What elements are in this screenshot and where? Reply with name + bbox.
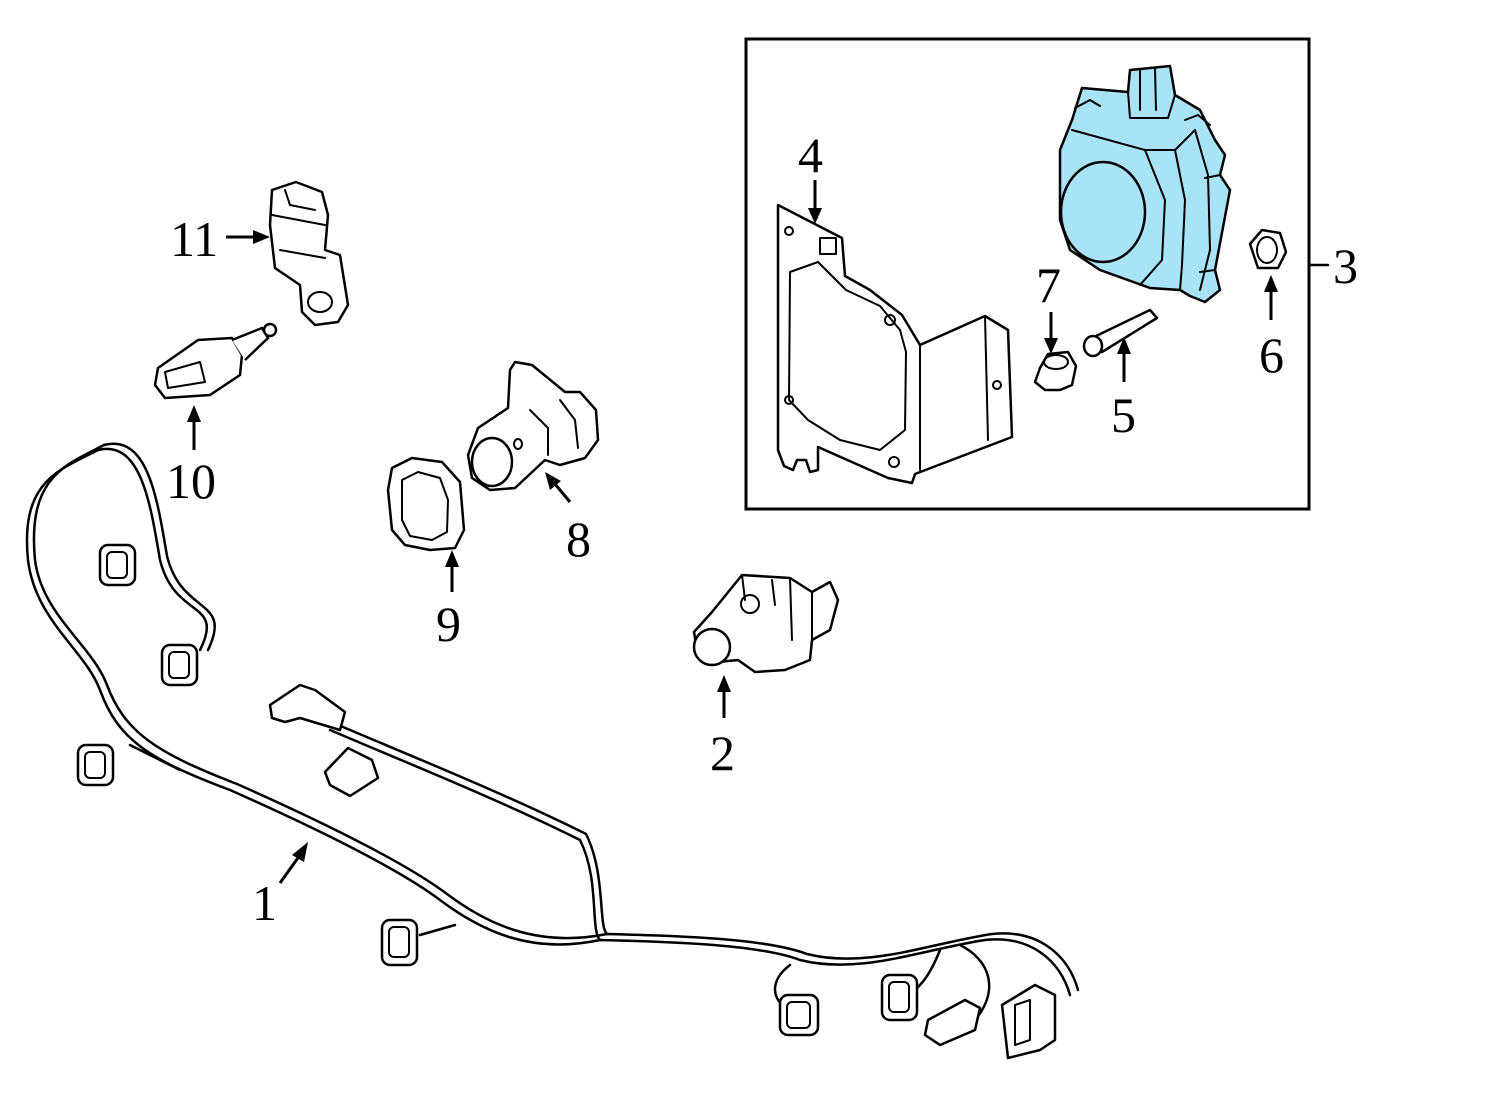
sensor-housing[interactable] (466, 360, 600, 492)
harness-connector[interactable] (380, 918, 419, 967)
callout-1: 1 (252, 875, 277, 931)
callout-2: 2 (710, 725, 735, 781)
callout-10: 10 (166, 453, 216, 509)
hex-nut[interactable] (1248, 228, 1288, 270)
connector-switch[interactable] (153, 322, 278, 400)
callout-9: 9 (436, 596, 461, 652)
radar-sensor[interactable] (1058, 64, 1232, 304)
stud-pin[interactable] (1082, 308, 1159, 358)
grommet[interactable] (1033, 350, 1078, 392)
callout-8: 8 (566, 511, 591, 567)
mounting-bracket[interactable] (776, 203, 1014, 485)
leader-arrows (187, 180, 1278, 884)
callout-4: 4 (798, 127, 823, 183)
harness-connector[interactable] (923, 998, 982, 1047)
harness-connector[interactable] (880, 973, 919, 1022)
callout-6: 6 (1259, 327, 1284, 383)
harness-connector[interactable] (323, 746, 380, 798)
harness-connector[interactable] (160, 643, 199, 687)
harness-connector[interactable] (778, 993, 820, 1037)
callout-5: 5 (1111, 387, 1136, 443)
bezel-ring[interactable] (386, 456, 466, 552)
harness-connector[interactable] (98, 543, 137, 587)
harness-connector[interactable] (268, 683, 347, 732)
park-sensor[interactable] (692, 573, 840, 674)
callout-3: 3 (1333, 238, 1358, 294)
harness-connector[interactable] (76, 743, 115, 787)
callout-7: 7 (1036, 257, 1061, 313)
harness-connector[interactable] (1000, 983, 1057, 1060)
callout-11: 11 (170, 211, 218, 267)
wiring-harness[interactable] (25, 442, 1080, 1022)
bracket-clip[interactable] (268, 180, 350, 327)
